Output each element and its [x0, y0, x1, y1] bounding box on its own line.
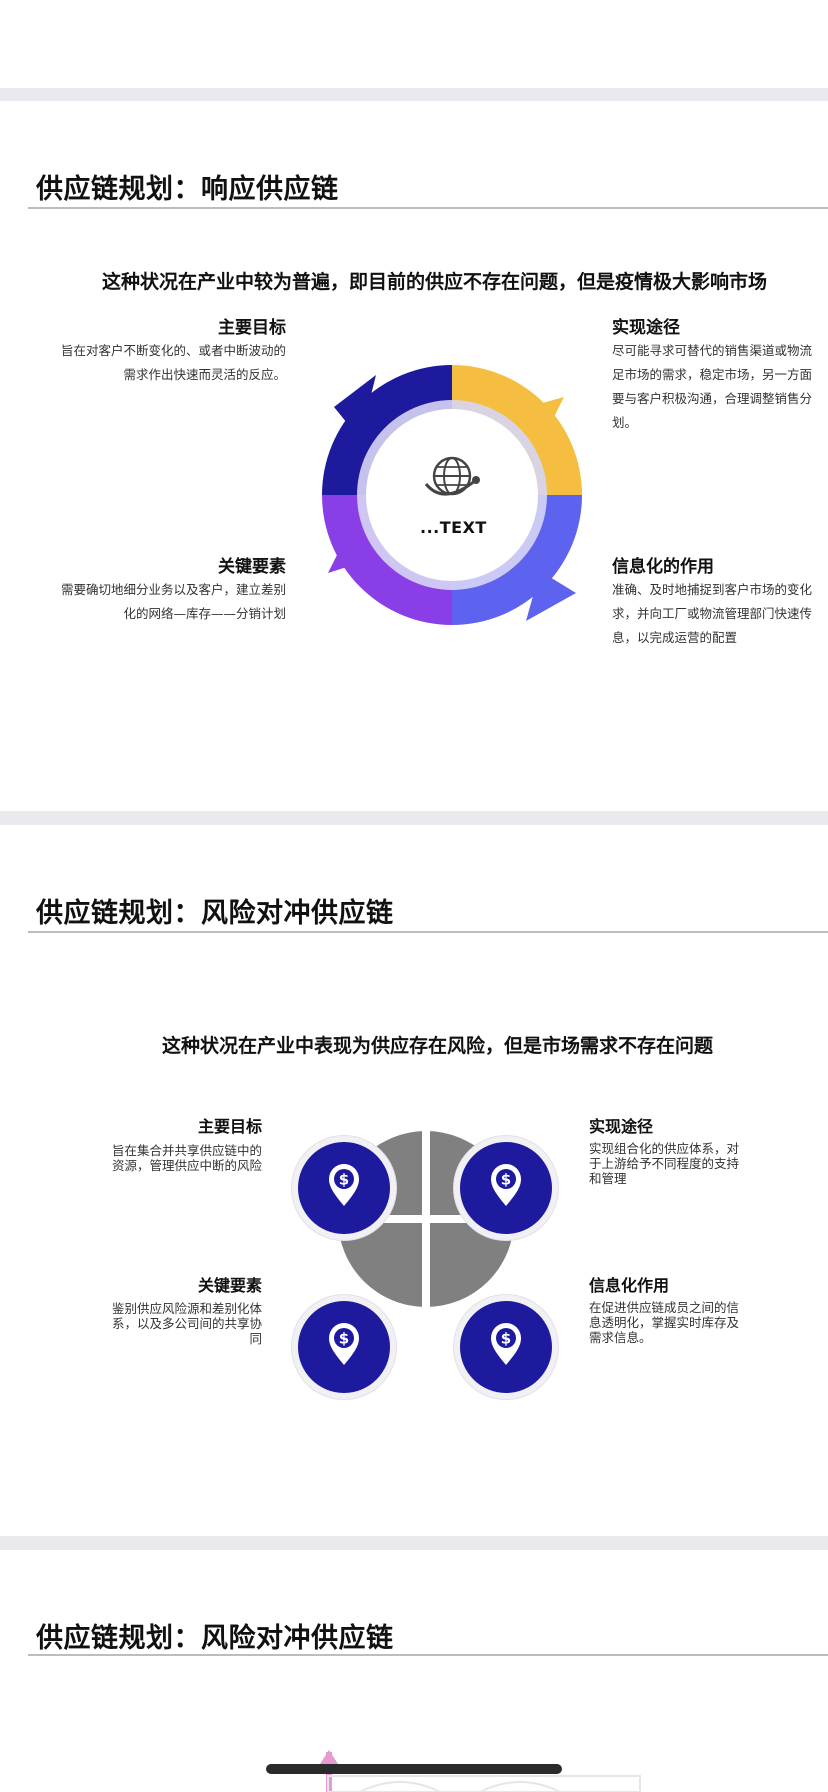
slide-risk-hedging-supply-chain-2: 供应链规划：风险对冲供应链 [0, 1550, 828, 1792]
slide-title: 供应链规划：响应供应链 [36, 174, 339, 205]
text-line: 在促进供应链成员之间的信 [589, 1300, 740, 1315]
pin-top-left: $ [298, 1142, 390, 1234]
arrow-head-periwinkle [526, 571, 576, 621]
block-text-main-goal: 旨在集合并共享供应链中的 资源，管理供应中断的风险 [82, 1143, 262, 1173]
slide-subtitle: 这种状况在产业中较为普遍，即目前的供应不存在问题，但是疫情极大影响市场 [102, 271, 768, 293]
block-title-main-goal: 主要目标 [218, 318, 286, 338]
text-line: 息透明化，掌握实时库存及 [589, 1315, 740, 1330]
text-line: 需求信息。 [589, 1330, 652, 1345]
title-divider [28, 1654, 828, 1656]
text-line: 旨在集合并共享供应链中的 [111, 1143, 262, 1158]
text-line: 划。 [612, 415, 638, 430]
horizontal-divider [338, 1215, 514, 1223]
block-title-key-elements: 关键要素 [197, 1276, 262, 1295]
cycle-center-label: ...TEXT [420, 518, 487, 537]
text-line: 尽可能寻求可替代的销售渠道或物流 [612, 343, 813, 358]
location-dollar-icon: $ [329, 1323, 359, 1365]
title-divider [28, 207, 828, 209]
arrow-head-violet [328, 517, 378, 573]
block-text-key-elements: 鉴别供应风险源和差别化体 系，以及多公司间的共享协 同 [82, 1301, 262, 1346]
text-line: 系，以及多公司间的共享协 [111, 1316, 262, 1331]
arrow-head-yellow [514, 397, 564, 445]
block-text-approach: 实现组合化的供应体系，对 于上游给予不同程度的支持 和管理 [589, 1141, 769, 1186]
block-title-informatization: 信息化的作用 [612, 557, 714, 577]
slide-response-supply-chain: 供应链规划：响应供应链 这种状况在产业中较为普遍，即目前的供应不存在问题，但是疫… [0, 101, 828, 811]
slide-subtitle: 这种状况在产业中表现为供应存在风险，但是市场需求不存在问题 [162, 1035, 714, 1057]
text-line: 资源，管理供应中断的风险 [111, 1158, 262, 1173]
text-line: 鉴别供应风险源和差别化体 [111, 1301, 262, 1316]
home-indicator[interactable] [266, 1764, 562, 1774]
block-title-approach: 实现途径 [612, 318, 680, 338]
partial-arc [479, 1781, 561, 1792]
text-line: 需要确切地细分业务以及客户，建立差别 [60, 582, 286, 597]
pin-bottom-left: $ [298, 1301, 390, 1393]
svg-text:$: $ [339, 1330, 349, 1348]
arrow-head-navy [334, 375, 376, 439]
block-title-key-elements: 关键要素 [218, 557, 286, 577]
text-line: 和管理 [589, 1171, 627, 1186]
slide-previous [0, 0, 828, 88]
pink-arrow-head [320, 1750, 338, 1764]
text-line: 足市场的需求，稳定市场，另一方面 [612, 367, 813, 382]
slide-title: 供应链规划：风险对冲供应链 [36, 1623, 394, 1654]
pin-top-right: $ [460, 1142, 552, 1234]
text-line: 于上游给予不同程度的支持 [589, 1156, 740, 1171]
block-text-informatization: 在促进供应链成员之间的信 息透明化，掌握实时库存及 需求信息。 [589, 1300, 769, 1345]
block-text-key-elements: 需要确切地细分业务以及客户，建立差别 化的网络—库存——分销计划 [20, 578, 286, 626]
text-line: 需求作出快速而灵活的反应。 [123, 367, 286, 382]
text-line: 旨在对客户不断变化的、或者中断波动的 [60, 343, 286, 358]
location-dollar-icon: $ [491, 1323, 521, 1365]
text-line: 准确、及时地捕捉到客户市场的变化 [612, 582, 813, 597]
slide-title: 供应链规划：风险对冲供应链 [36, 898, 394, 929]
text-line: 要与客户积极沟通，合理调整销售分 [612, 391, 813, 406]
svg-text:$: $ [501, 1330, 511, 1348]
cycle-diagram [322, 365, 582, 625]
text-line: 求，并向工厂或物流管理部门快速传 [612, 606, 813, 621]
text-line: 实现组合化的供应体系，对 [589, 1141, 740, 1156]
pin-bottom-right: $ [460, 1301, 552, 1393]
block-title-informatization: 信息化作用 [589, 1276, 670, 1295]
svg-text:$: $ [339, 1171, 349, 1189]
location-dollar-icon: $ [329, 1164, 359, 1206]
title-divider [28, 931, 828, 933]
svg-text:$: $ [501, 1171, 511, 1189]
globe-icon [424, 456, 480, 496]
slide-risk-hedging-supply-chain: 供应链规划：风险对冲供应链 这种状况在产业中表现为供应存在风险，但是市场需求不存… [0, 825, 828, 1536]
block-text-main-goal: 旨在对客户不断变化的、或者中断波动的 需求作出快速而灵活的反应。 [20, 339, 286, 387]
block-text-approach: 尽可能寻求可替代的销售渠道或物流 足市场的需求，稳定市场，另一方面 要与客户积极… [612, 339, 828, 435]
block-title-approach: 实现途径 [589, 1117, 654, 1136]
block-title-main-goal: 主要目标 [197, 1117, 262, 1136]
block-text-informatization: 准确、及时地捕捉到客户市场的变化 求，并向工厂或物流管理部门快速传 息，以完成运… [612, 578, 828, 650]
partial-arc [359, 1781, 441, 1792]
text-line: 同 [249, 1331, 262, 1346]
text-line: 息，以完成运营的配置 [612, 630, 738, 645]
location-dollar-icon: $ [491, 1164, 521, 1206]
partial-frame [327, 1775, 641, 1792]
text-line: 化的网络—库存——分销计划 [123, 606, 286, 621]
